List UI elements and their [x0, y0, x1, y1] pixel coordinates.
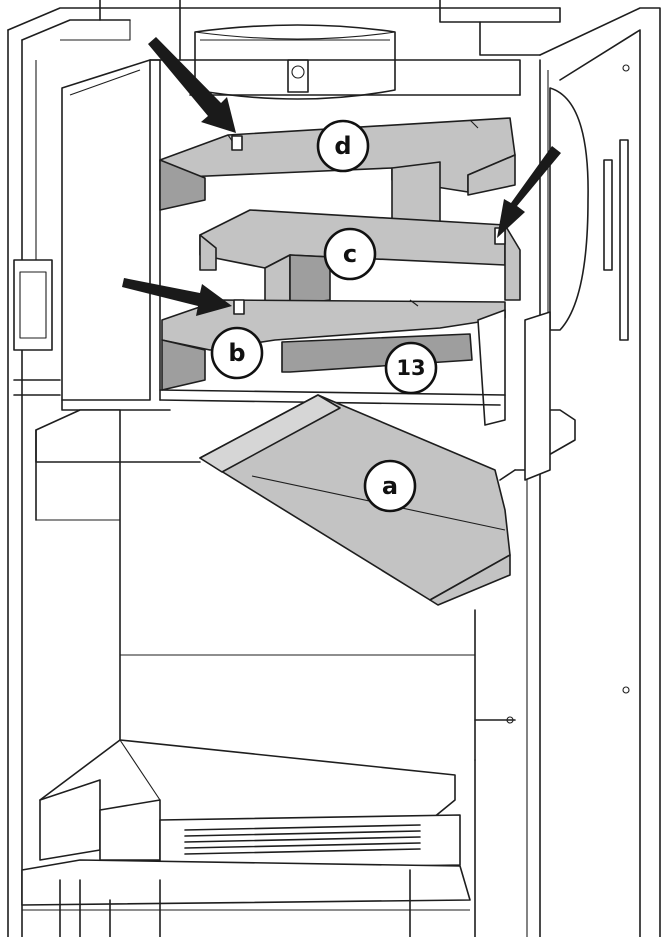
- callout-c-label: c: [343, 240, 357, 268]
- callout-13: 13: [384, 341, 438, 395]
- left-chamber: [13, 59, 171, 411]
- left-lower-wall: [35, 409, 516, 761]
- callout-13-label: 13: [396, 356, 425, 380]
- arrow-to-d-tab: [148, 37, 236, 133]
- grate-area: [21, 739, 476, 937]
- callout-b-label: b: [228, 339, 245, 367]
- callout-a: a: [363, 459, 417, 513]
- stove-housing: [7, 0, 661, 937]
- arrow-to-c-tab: [497, 146, 561, 238]
- pointer-arrows: [122, 37, 561, 316]
- callout-a-label: a: [382, 472, 398, 500]
- flue-collar: [149, 24, 521, 100]
- callout-d: d: [316, 119, 370, 173]
- baffle-a: [199, 394, 511, 606]
- part-13-plate: [281, 333, 473, 373]
- arrow-to-b-tab: [122, 278, 232, 316]
- callout-b: b: [210, 326, 264, 380]
- callout-d-label: d: [334, 132, 351, 160]
- shelf-rails: [159, 309, 506, 426]
- callout-c: c: [323, 227, 377, 281]
